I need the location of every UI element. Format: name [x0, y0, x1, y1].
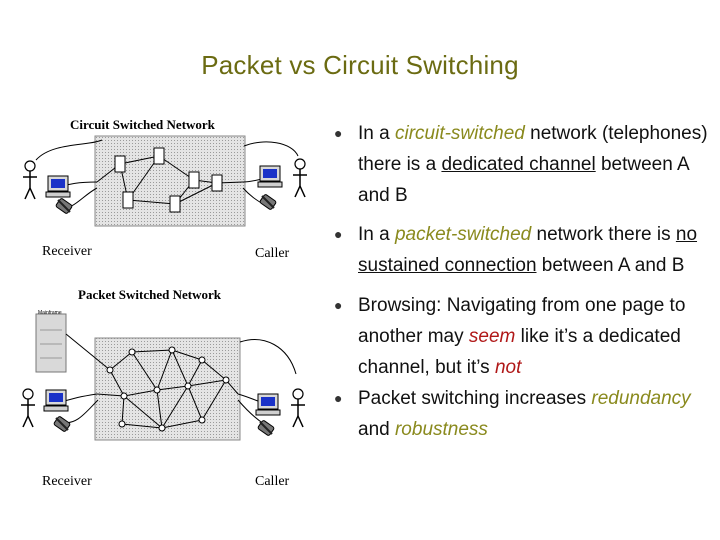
caller-computer-icon — [257, 165, 283, 188]
packet-caller-person-icon — [290, 388, 306, 428]
bullet-list: In a circuit-switched network (telephone… — [332, 118, 712, 445]
packet-caller-phone-icon — [256, 418, 276, 438]
bullet-text: between A and B — [536, 255, 685, 276]
caller-label: Caller — [255, 246, 290, 261]
packet-receiver-computer-icon — [43, 389, 69, 412]
network-diagram-figure: Circuit Switched Network — [20, 117, 308, 489]
slide-title: Packet vs Circuit Switching — [201, 50, 519, 80]
packet-receiver-person-icon — [20, 388, 36, 428]
caller-phone-icon — [258, 192, 278, 212]
receiver-person-icon — [22, 160, 38, 200]
receiver-computer-icon — [45, 175, 71, 198]
packet-network-title: Packet Switched Network — [78, 287, 222, 302]
bullet-emphasis: circuit-switched — [394, 123, 525, 144]
caller-person-icon — [292, 158, 308, 198]
bullet-emphasis-red: seem — [468, 326, 516, 347]
bullet-underline: no sustained connection — [358, 224, 698, 276]
packet-nodes — [106, 346, 230, 432]
packet-receiver-phone-icon — [52, 414, 72, 434]
packet-caller-label: Caller — [255, 474, 290, 489]
bullet-text: network there is — [531, 224, 676, 245]
bullet-emphasis: robustness — [394, 419, 488, 440]
receiver-label: Receiver — [42, 244, 92, 259]
bullet-item: In a packet-switched network there is no… — [332, 219, 712, 281]
circuit-network-title: Circuit Switched Network — [70, 117, 216, 132]
bullet-underline: dedicated channel — [441, 154, 596, 175]
mainframe-icon — [35, 313, 67, 373]
bullet-text: Packet switching increases — [358, 388, 592, 409]
packet-receiver-label: Receiver — [42, 474, 92, 489]
bullet-text: In a — [358, 224, 395, 245]
bullet-text: In a — [358, 123, 395, 144]
bullet-item: In a circuit-switched network (telephone… — [332, 118, 712, 211]
mainframe-label: Mainframe — [38, 310, 62, 316]
receiver-phone-icon — [54, 196, 74, 216]
bullet-emphasis: redundancy — [591, 388, 691, 409]
bullet-text: Browsing: Navigating from one page to an… — [358, 295, 686, 347]
bullet-emphasis-red: not — [494, 357, 522, 378]
bullet-text: and — [358, 419, 395, 440]
bullet-item: Packet switching increases redundancy an… — [332, 383, 712, 445]
bullet-text: like it’s a dedicated channel, but it’s — [358, 326, 681, 378]
packet-mesh-links — [65, 333, 239, 429]
packet-caller-computer-icon — [255, 393, 281, 416]
bullet-text: network (telephones) there is a — [358, 123, 708, 175]
bullet-text: between A and B — [358, 154, 689, 206]
bullet-item: Browsing: Navigating from one page to an… — [332, 290, 712, 383]
bullet-emphasis: packet-switched — [394, 224, 532, 245]
